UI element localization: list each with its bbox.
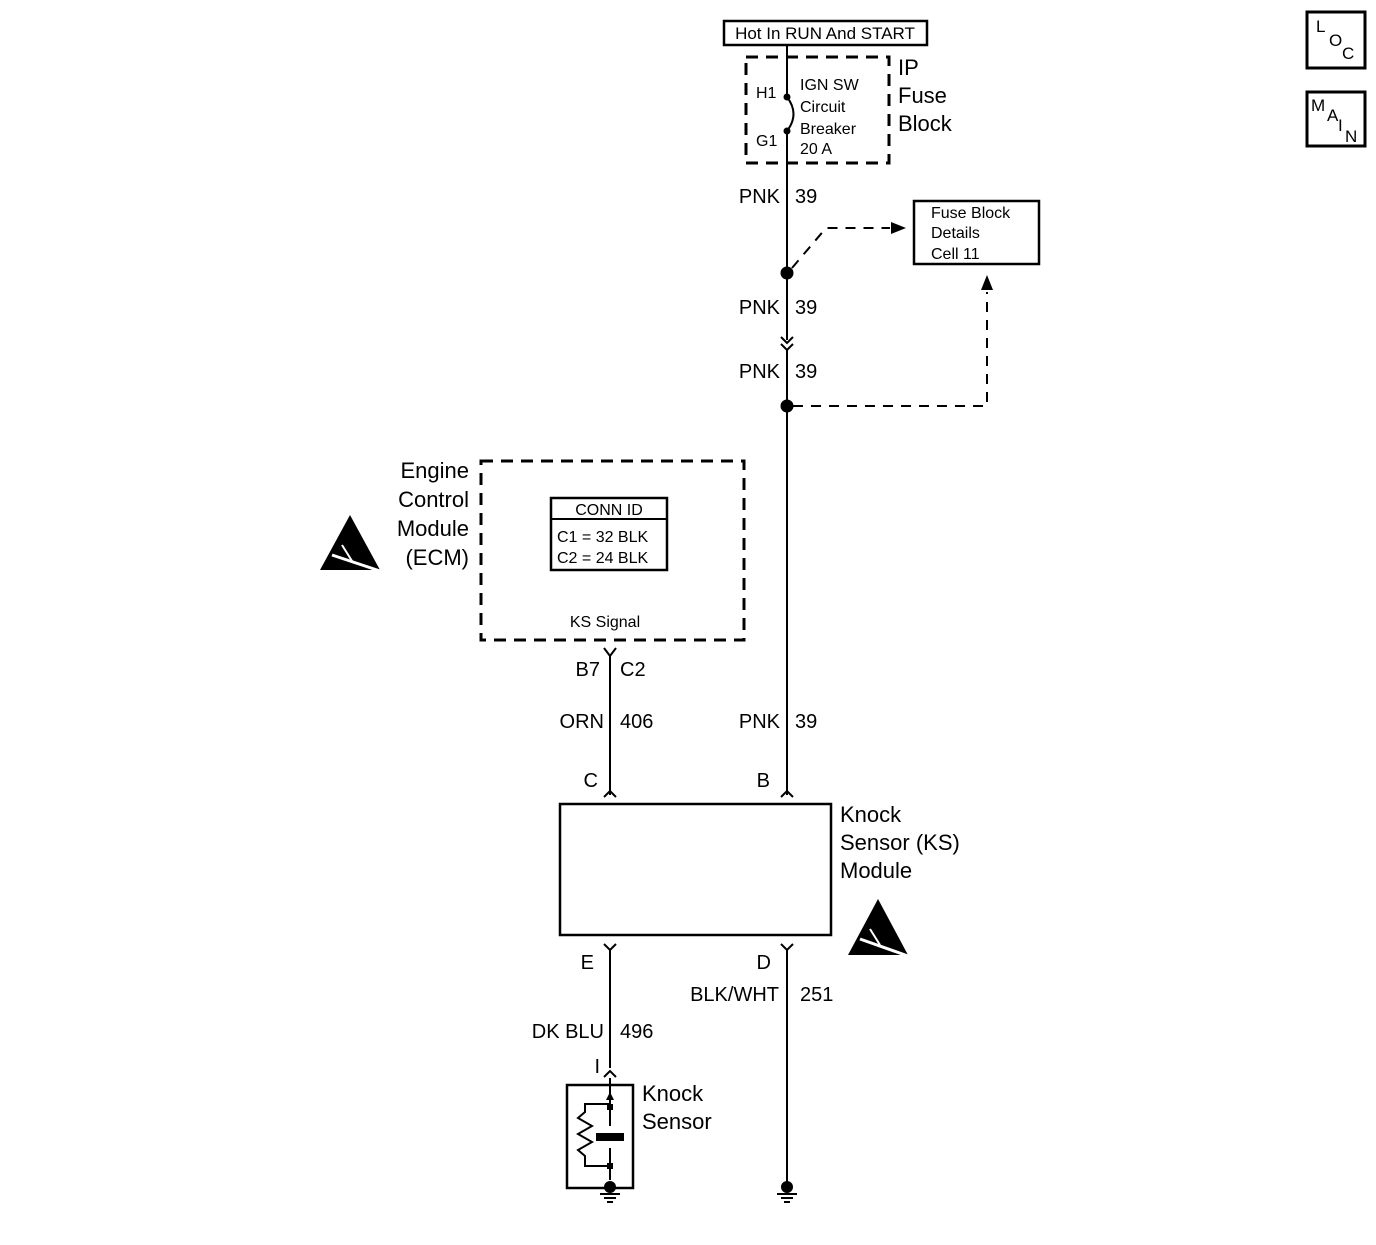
fuse-block-details-line-1: Fuse Block: [931, 205, 1011, 222]
fuse-block-details-reference[interactable]: Fuse Block Details Cell 11: [791, 199, 1041, 407]
splice-2: [780, 399, 794, 413]
arrow-right-icon: [891, 222, 906, 234]
pnk-color-label-4: PNK: [739, 711, 781, 733]
conn-id-title: CONN ID: [575, 502, 643, 519]
ks-signal-label: KS Signal: [570, 614, 640, 631]
fuse-block-details-line-2: Details: [931, 225, 980, 242]
knock-sensor: Knock Sensor: [565, 1078, 712, 1203]
breaker-line-2: Circuit: [800, 99, 846, 116]
knock-sensor-name-2: Sensor: [642, 1109, 712, 1134]
breaker-line-1: IGN SW: [800, 77, 860, 94]
main-letter-m: M: [1311, 96, 1325, 115]
pin-h1: H1: [756, 85, 777, 102]
esd-warning-icon: [320, 515, 381, 573]
breaker-line-4: 20 A: [800, 141, 832, 158]
loc-letter-c: C: [1342, 44, 1354, 63]
pnk-circuit-label-4: 39: [795, 711, 817, 733]
main-letter-a: A: [1327, 106, 1339, 125]
esd-warning-icon: [848, 899, 909, 958]
loc-button[interactable]: L O C: [1305, 10, 1367, 70]
pnk-circuit-label-1: 39: [795, 186, 817, 208]
ecm: Engine Control Module (ECM) CONN ID C1 =…: [397, 458, 746, 642]
loc-letter-o: O: [1329, 31, 1342, 50]
orn-wire: B7 C2 ORN 406: [560, 647, 653, 795]
ecm-connector-c2: C2: [620, 659, 646, 681]
main-button[interactable]: M A I N: [1305, 90, 1367, 148]
main-letter-i: I: [1338, 116, 1343, 135]
ks-module: C B Knock Sensor (KS) Module E D: [558, 770, 960, 974]
pin-g1: G1: [756, 133, 777, 150]
ks-module-name-1: Knock: [840, 802, 902, 827]
arrow-up-icon: [981, 275, 993, 290]
ks-module-name-2: Sensor (KS): [840, 830, 960, 855]
ks-pin-d: D: [757, 952, 771, 974]
pnk-color-label-1: PNK: [739, 186, 781, 208]
ks-pin-e: E: [581, 952, 594, 974]
ip-fuse-block-name-1: IP: [898, 55, 919, 80]
ks-pin-c: C: [584, 770, 598, 792]
loc-letter-l: L: [1316, 17, 1325, 36]
pnk-circuit-label-3: 39: [795, 361, 817, 383]
ecm-pin-b7: B7: [576, 659, 600, 681]
dkblu-circuit-label: 496: [620, 1021, 653, 1043]
pnk-color-label-2: PNK: [739, 297, 781, 319]
knock-sensor-name-1: Knock: [642, 1081, 704, 1106]
blkwht-circuit-label: 251: [800, 984, 833, 1006]
ecm-name-4: (ECM): [405, 545, 469, 570]
conn-id-row-2: C2 = 24 BLK: [557, 550, 649, 567]
ks-pin-b: B: [757, 770, 770, 792]
knock-sensor-pin: I: [594, 1056, 600, 1078]
ecm-name-2: Control: [398, 487, 469, 512]
ip-fuse-block-name-2: Fuse: [898, 83, 947, 108]
conn-id-row-1: C1 = 32 BLK: [557, 529, 649, 546]
blkwht-color-label: BLK/WHT: [690, 984, 779, 1006]
blkwht-wire: BLK/WHT 251: [690, 950, 833, 1203]
orn-color-label: ORN: [560, 711, 604, 733]
ecm-name-1: Engine: [400, 458, 469, 483]
fuse-block-details-line-3: Cell 11: [931, 246, 980, 263]
breaker-line-3: Breaker: [800, 121, 857, 138]
orn-circuit-label: 406: [620, 711, 653, 733]
conn-id-table: CONN ID C1 = 32 BLK C2 = 24 BLK: [549, 496, 669, 572]
ks-module-name-3: Module: [840, 858, 912, 883]
pnk-wire: PNK 39 PNK 39 PNK 39 PNK 39: [739, 186, 817, 795]
power-source: Hot In RUN And START: [722, 19, 929, 47]
dkblu-color-label: DK BLU: [532, 1021, 604, 1043]
pnk-color-label-3: PNK: [739, 361, 781, 383]
ip-fuse-block-name-3: Block: [898, 111, 953, 136]
dkblu-wire: DK BLU 496 I: [532, 950, 653, 1078]
main-letter-n: N: [1345, 127, 1357, 146]
ecm-name-3: Module: [397, 516, 469, 541]
power-source-label: Hot In RUN And START: [735, 24, 915, 43]
pnk-circuit-label-2: 39: [795, 297, 817, 319]
ip-fuse-block: H1 G1 IGN SW Circuit Breaker 20 A IP Fus…: [744, 45, 953, 270]
